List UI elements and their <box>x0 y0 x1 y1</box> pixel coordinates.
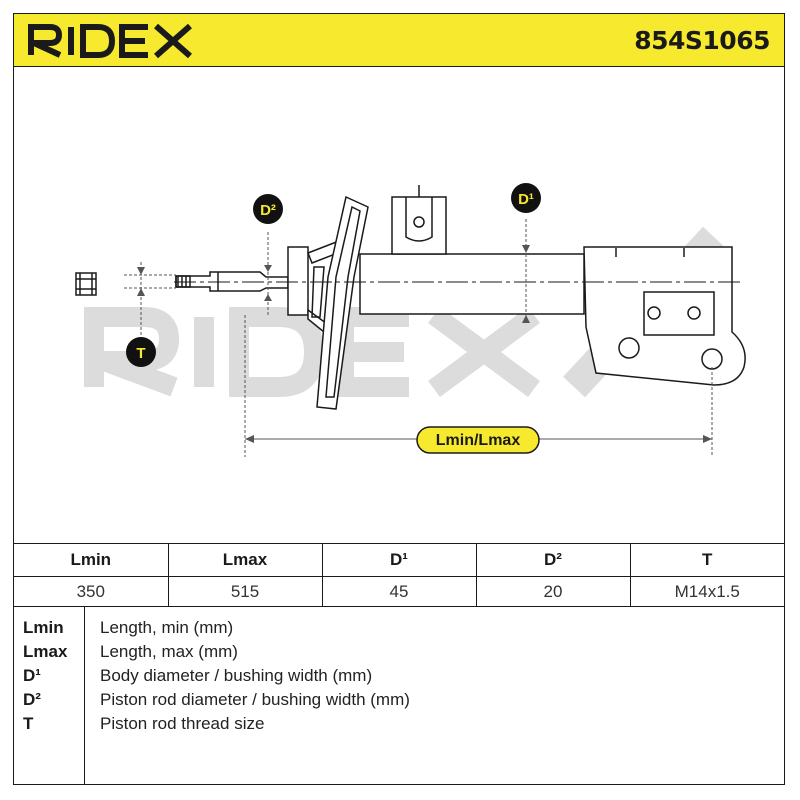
legend-key: Lmin <box>23 618 64 637</box>
header-lmax: Lmax <box>168 543 323 577</box>
legend-row-lmin: Lmin Length, min (mm) <box>14 618 784 642</box>
legend-desc: Body diameter / bushing width (mm) <box>100 666 373 685</box>
value-lmin: 350 <box>14 576 169 607</box>
value-d2: 20 <box>476 576 631 607</box>
spring-seat <box>287 195 369 410</box>
header-d1: D¹ <box>322 543 477 577</box>
callout-t: T <box>126 337 156 367</box>
legend-key: D¹ <box>23 666 41 685</box>
legend-desc: Piston rod thread size <box>100 714 265 733</box>
spec-table-header-row: Lmin Lmax D¹ D² T <box>14 543 784 577</box>
header-t: T <box>630 543 784 577</box>
callout-d1: D¹ <box>511 183 541 213</box>
callout-d1-label: D¹ <box>518 191 534 208</box>
product-sheet: 854S1065 <box>13 13 785 785</box>
ridex-logo <box>28 23 192 58</box>
part-number: 854S1065 <box>634 26 770 55</box>
value-d1: 45 <box>322 576 477 607</box>
spec-table-value-row: 350 515 45 20 M14x1.5 <box>14 576 784 607</box>
callout-length: Lmin/Lmax <box>416 426 540 454</box>
legend-row-d2: D² Piston rod diameter / bushing width (… <box>14 690 784 714</box>
legend: Lmin Length, min (mm) Lmax Length, max (… <box>14 606 784 784</box>
thread-nut <box>75 272 97 296</box>
legend-desc: Length, min (mm) <box>100 618 234 637</box>
callout-d2-label: D² <box>260 202 276 219</box>
upper-bracket <box>391 185 447 255</box>
legend-desc: Length, max (mm) <box>100 642 238 661</box>
knuckle-bracket <box>583 246 746 386</box>
legend-key: T <box>23 714 34 733</box>
legend-row-t: T Piston rod thread size <box>14 714 784 738</box>
header-bar: 854S1065 <box>14 14 784 67</box>
shock-absorber-drawing: D² D¹ T Lmin/Lmax <box>75 183 746 457</box>
legend-key: D² <box>23 690 41 709</box>
legend-key: Lmax <box>23 642 68 661</box>
value-t: M14x1.5 <box>630 576 784 607</box>
header-lmin: Lmin <box>14 543 169 577</box>
callout-d2: D² <box>253 194 283 224</box>
legend-divider <box>84 606 85 784</box>
value-lmax: 515 <box>168 576 323 607</box>
legend-row-lmax: Lmax Length, max (mm) <box>14 642 784 666</box>
legend-desc: Piston rod diameter / bushing width (mm) <box>100 690 410 709</box>
legend-row-d1: D¹ Body diameter / bushing width (mm) <box>14 666 784 690</box>
spec-table: Lmin Lmax D¹ D² T 350 515 45 20 M14x1.5 <box>14 543 784 607</box>
callout-length-label: Lmin/Lmax <box>436 432 521 449</box>
dimension-lines <box>124 219 713 457</box>
callout-t-label: T <box>136 345 145 362</box>
header-d2: D² <box>476 543 631 577</box>
body-tube <box>359 253 585 315</box>
